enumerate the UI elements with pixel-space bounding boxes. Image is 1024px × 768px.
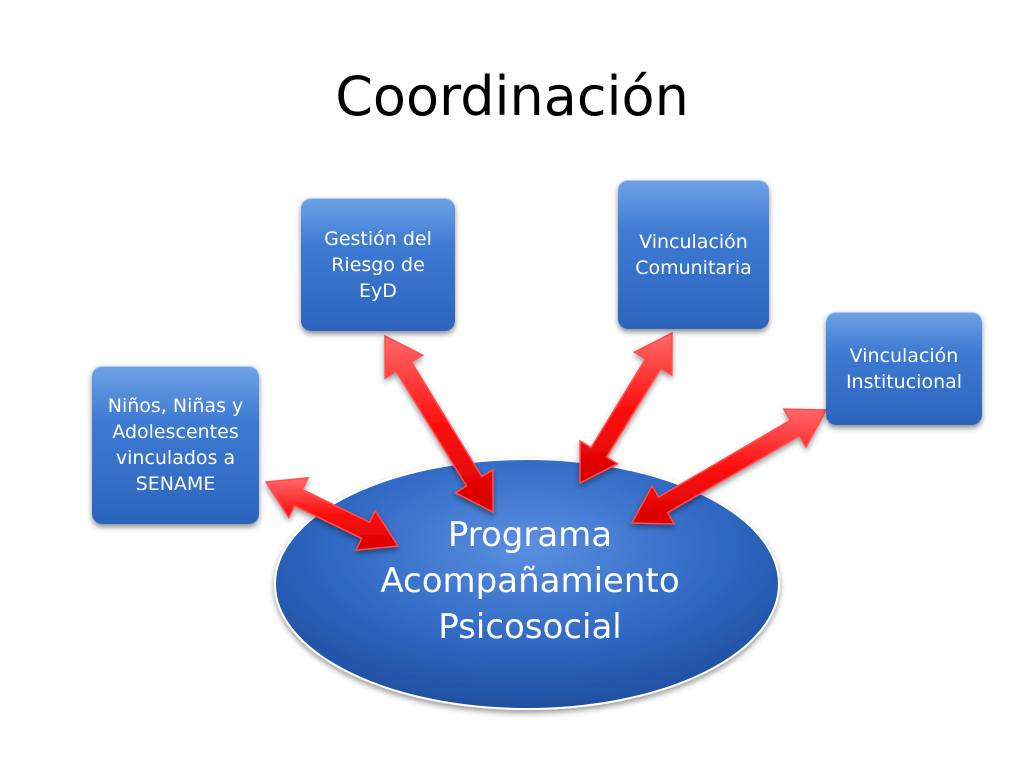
- arrow-institucional-center: [630, 408, 828, 525]
- center-label-line-3: Psicosocial: [438, 607, 622, 647]
- arrow-comunitaria-center: [579, 331, 673, 485]
- node-ninos-line-4: SENAME: [135, 473, 216, 495]
- arrow-ninos-center: [264, 477, 400, 551]
- node-ninos-line-3: vinculados a: [115, 447, 236, 469]
- node-ninos-line-1: Niños, Niñas y: [107, 395, 244, 417]
- center-label-line-2: Acompañamiento: [380, 561, 680, 601]
- center-label-line-1: Programa: [447, 515, 613, 555]
- center-label: Programa Acompañamiento Psicosocial: [330, 512, 730, 650]
- node-institucional-line-2: Institucional: [845, 370, 963, 393]
- arrow-layer: [264, 331, 828, 551]
- node-gestion-line-1: Gestión del: [324, 227, 432, 250]
- node-comunitaria-line-1: Vinculación: [639, 230, 748, 253]
- node-gestion-line-2: Riesgo de: [331, 253, 425, 276]
- node-ninos-line-2: Adolescentes: [112, 421, 239, 443]
- slide-title: Coordinación: [335, 65, 689, 128]
- node-institucional-line-1: Vinculación: [849, 344, 959, 367]
- node-gestion-riesgo: Gestión del Riesgo de EyD: [301, 198, 455, 331]
- node-ninos-sename: Niños, Niñas y Adolescentes vinculados a…: [92, 366, 259, 524]
- node-comunitaria-line-2: Comunitaria: [635, 256, 752, 279]
- node-gestion-line-3: EyD: [359, 279, 397, 302]
- node-vinculacion-institucional: Vinculación Institucional: [826, 312, 982, 425]
- node-vinculacion-comunitaria: Vinculación Comunitaria: [618, 180, 769, 329]
- arrow-gestion-center: [384, 334, 494, 514]
